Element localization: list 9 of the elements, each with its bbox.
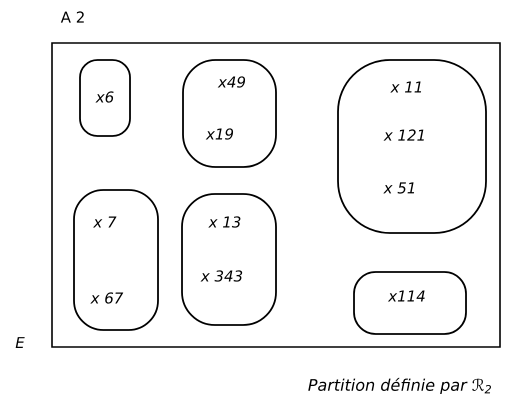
subset-blob: x6 xyxy=(79,59,131,137)
node-label: E xyxy=(16,337,25,348)
subset-blob: x 11 x 121 x 51 xyxy=(337,59,487,234)
subset-blob: x 7 x 67 xyxy=(73,189,159,331)
figure-label: A 2 xyxy=(60,11,84,23)
caption: Partition définie par ℛ$_{2}$ xyxy=(308,378,491,394)
subset-blob: x114 xyxy=(353,271,467,335)
subset-blob: x 13 x 343 xyxy=(181,193,277,326)
subset-blob: x49 x19 xyxy=(182,59,277,168)
